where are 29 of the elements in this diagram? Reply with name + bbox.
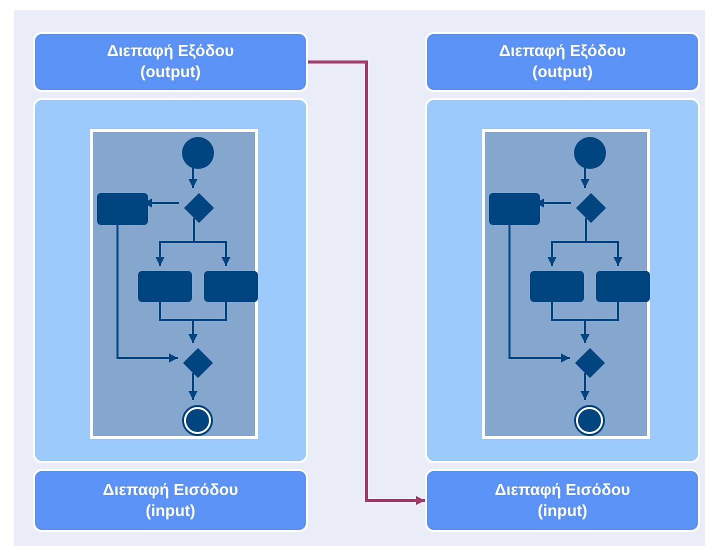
decision-diamond	[183, 348, 213, 378]
start-node	[574, 137, 606, 169]
interface-box	[425, 32, 700, 92]
activity-box	[138, 271, 192, 302]
activity-box	[530, 271, 584, 302]
activity-box	[204, 271, 258, 302]
decision-diamond	[575, 348, 605, 378]
interface-label: Διεπαφή Εισόδου (input)	[102, 480, 240, 522]
interface-label: Διεπαφή Εξόδου (output)	[498, 42, 627, 83]
interface-box	[33, 469, 308, 532]
interface-label: Διεπαφή Εξόδου (output)	[106, 42, 235, 83]
activity-diagram-panel	[90, 129, 258, 439]
arrow	[308, 60, 425, 505]
start-node	[182, 137, 214, 169]
interface-label: Διεπαφή Εισόδου (input)	[494, 480, 632, 522]
interface-box	[33, 32, 308, 92]
decision-diamond	[576, 193, 606, 223]
interface-box	[425, 469, 700, 532]
end-node	[182, 405, 213, 436]
activity-box	[489, 193, 540, 225]
arrow	[580, 373, 590, 400]
component-panel	[33, 98, 308, 463]
component-panel	[425, 98, 700, 463]
end-node	[574, 405, 605, 436]
activity-box	[596, 271, 650, 302]
arrow	[188, 373, 198, 400]
decision-diamond	[184, 193, 214, 223]
activity-diagram-panel	[482, 129, 650, 439]
activity-box	[97, 193, 148, 225]
